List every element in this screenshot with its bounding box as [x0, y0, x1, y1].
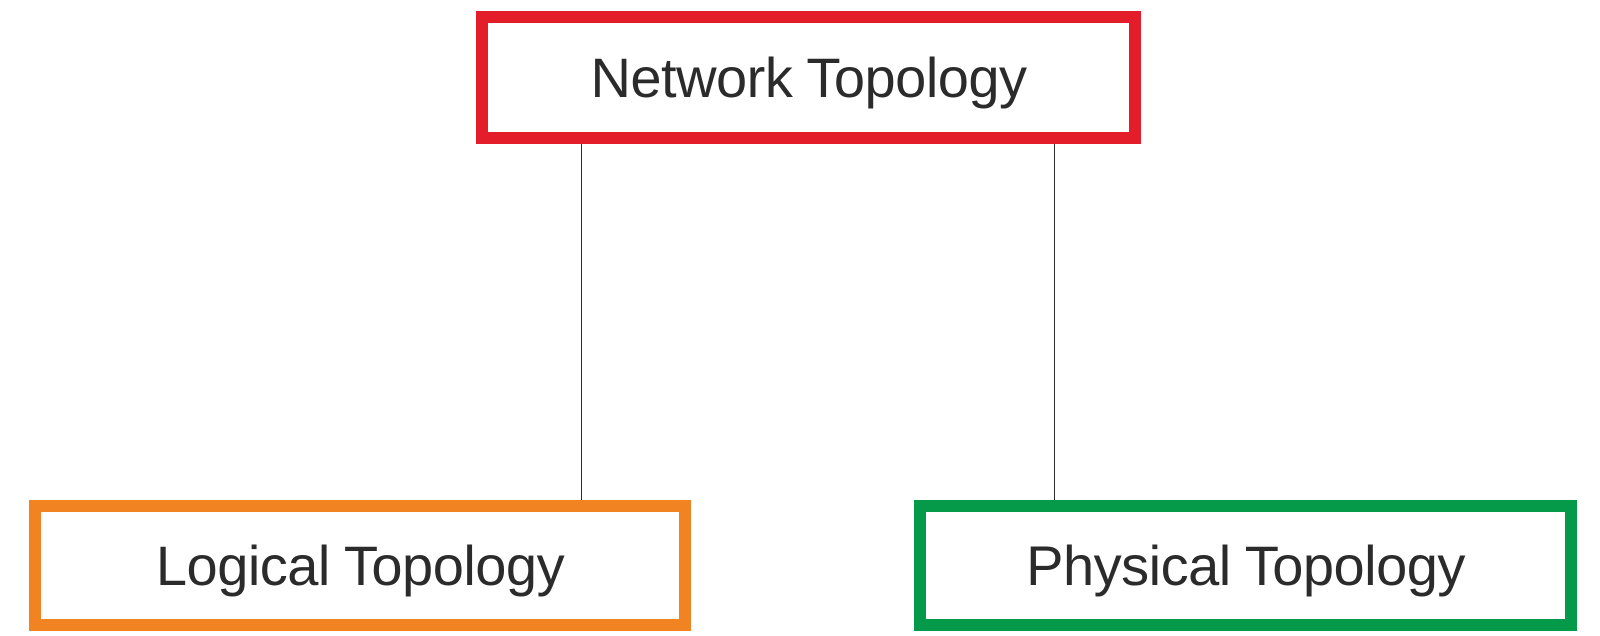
physical-topology-node: Physical Topology [914, 500, 1577, 631]
connector-line-physical [1054, 134, 1055, 506]
logical-topology-node: Logical Topology [29, 500, 691, 631]
logical-topology-label: Logical Topology [155, 534, 565, 597]
physical-topology-label: Physical Topology [1026, 534, 1465, 597]
network-topology-node: Network Topology [476, 11, 1141, 144]
connector-line-logical [581, 134, 582, 506]
network-topology-label: Network Topology [590, 46, 1027, 109]
